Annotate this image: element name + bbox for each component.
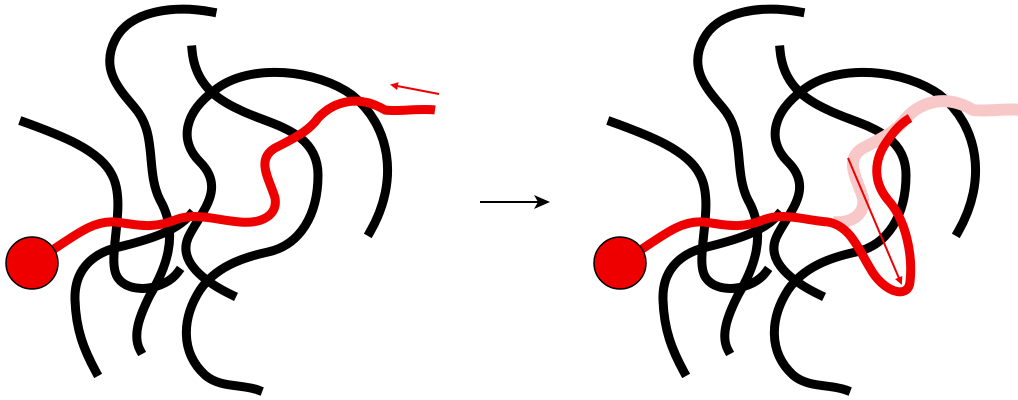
panel-before [6,9,439,390]
chain-4 [186,72,388,295]
entangled-chains [24,9,388,390]
entangled-chains [612,9,976,390]
right-arrow-icon [480,195,550,209]
probe-bead [6,237,58,289]
probe-chain [6,101,435,289]
probe-bead [594,237,646,289]
motion-arrow-icon [392,85,439,94]
panel-after [594,9,1018,390]
